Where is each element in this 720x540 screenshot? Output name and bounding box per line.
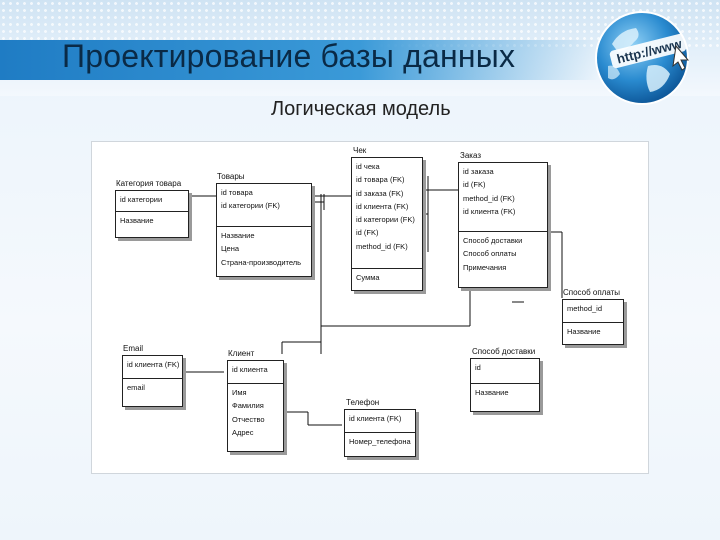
er-diagram: Категория товара id категории Название Т… <box>91 141 649 474</box>
entity-category: id категории Название <box>115 190 189 238</box>
entity-check-key: id товара (FK) <box>356 175 405 185</box>
entity-delivery: id Название <box>470 358 540 412</box>
entity-check-title: Чек <box>353 146 367 155</box>
globe-icon: http://www <box>595 11 690 105</box>
entity-client-attr: Отчество <box>232 414 265 424</box>
entity-check-key: id категории (FK) <box>356 215 415 225</box>
entity-email: id клиента (FK) email <box>122 355 183 407</box>
entity-client-attr: Фамилия <box>232 401 264 411</box>
entity-category-title: Категория товара <box>116 179 182 188</box>
entity-phone-attr: Номер_телефона <box>349 437 411 446</box>
entity-check-key: id (FK) <box>356 228 379 238</box>
entity-order-title: Заказ <box>460 151 481 160</box>
entity-order-key: id (FK) <box>463 180 486 190</box>
relationship-lines <box>181 176 563 426</box>
entity-product: id товара id категории (FK) Название Цен… <box>216 183 312 277</box>
entity-check-key: method_id (FK) <box>356 241 408 251</box>
entity-order-attr: Примечания <box>463 262 507 272</box>
entity-client-attr: Адрес <box>232 427 254 437</box>
entity-payment-key: method_id <box>567 304 603 313</box>
entity-phone: id клиента (FK) Номер_телефона <box>344 409 416 457</box>
entity-product-attr: Название <box>221 231 255 240</box>
entity-delivery-attr: Название <box>475 388 509 397</box>
slide-subtitle: Логическая модель <box>271 98 451 120</box>
entity-client-title: Клиент <box>228 349 255 358</box>
entity-payment-title: Способ оплаты <box>563 288 621 297</box>
entity-email-title: Email <box>123 344 144 353</box>
entity-delivery-key: id <box>475 363 481 372</box>
entity-product-key: id категории (FK) <box>221 201 280 211</box>
slide-title: Проектирование базы данных <box>62 38 516 74</box>
entity-phone-title: Телефон <box>346 398 380 407</box>
entity-product-attr: Страна-производитель <box>221 257 302 267</box>
entity-check-key: id клиента (FK) <box>356 201 409 211</box>
entity-email-key: id клиента (FK) <box>127 360 180 369</box>
entity-client-key: id клиента <box>232 365 268 374</box>
entity-order: id заказа id (FK) method_id (FK) id клие… <box>458 162 548 288</box>
entity-category-key: id категории <box>120 195 163 204</box>
entity-check-attr: Сумма <box>356 273 380 282</box>
entity-check-key: id заказа (FK) <box>356 188 404 198</box>
entity-phone-key: id клиента (FK) <box>349 414 402 423</box>
entity-payment: method_id Название <box>562 299 624 345</box>
entity-check-key: id чека <box>356 162 380 171</box>
title-bar <box>0 40 600 80</box>
entity-product-key: id товара <box>221 188 253 197</box>
entity-order-key: method_id (FK) <box>463 193 515 203</box>
entity-check: id чека id товара (FK) id заказа (FK) id… <box>351 157 423 291</box>
entity-order-key: id клиента (FK) <box>463 206 516 216</box>
entity-order-attr: Способ оплаты <box>463 249 517 259</box>
entity-product-attr: Цена <box>221 244 240 254</box>
entity-client-attr: Имя <box>232 388 247 397</box>
entity-delivery-title: Способ доставки <box>472 347 536 356</box>
entity-order-attr: Способ доставки <box>463 236 523 245</box>
entity-payment-attr: Название <box>567 327 601 336</box>
entity-email-attr: email <box>127 383 145 392</box>
entity-client: id клиента Имя Фамилия Отчество Адрес <box>227 360 284 452</box>
entity-product-title: Товары <box>217 172 245 181</box>
entity-category-attr: Название <box>120 216 154 225</box>
entity-order-key: id заказа <box>463 167 494 176</box>
